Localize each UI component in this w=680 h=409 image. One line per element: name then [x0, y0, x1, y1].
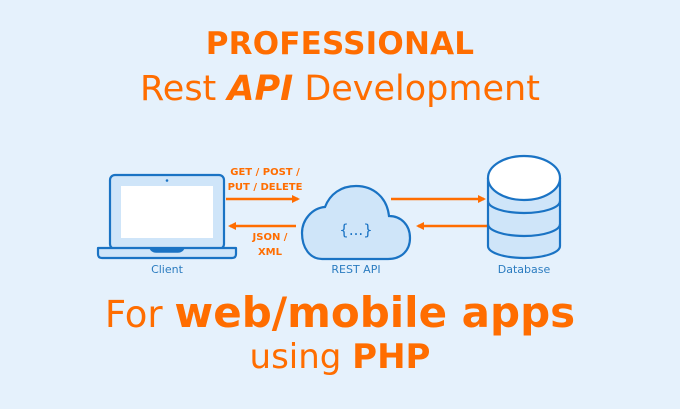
- rest-api-label: REST API: [331, 263, 381, 276]
- title-professional: PROFESSIONAL: [205, 26, 475, 62]
- subtitle-using: using: [249, 337, 353, 377]
- database-icon: [486, 154, 562, 260]
- subtitle-for: For: [104, 293, 175, 336]
- title-api: API: [227, 69, 294, 109]
- laptop-icon: [96, 173, 238, 260]
- request-methods-line1: GET / POST /: [230, 167, 300, 178]
- cloud-icon: [300, 184, 412, 261]
- request-methods-label: GET / POST / PUT / DELETE: [222, 165, 308, 195]
- response-format-line2: XML: [257, 247, 283, 258]
- request-methods-line2: PUT / DELETE: [227, 182, 303, 193]
- title-rest-api-development: Rest API Development: [0, 69, 680, 109]
- title-rest: Rest: [140, 69, 228, 109]
- database-label: Database: [497, 263, 551, 276]
- title-development: Development: [293, 69, 540, 109]
- client-label: Client: [151, 263, 183, 276]
- subtitle-web-mobile-apps: For web/mobile apps: [0, 288, 680, 337]
- subtitle-web-mobile: web/mobile apps: [174, 288, 576, 337]
- cloud-inner-text: {...}: [339, 221, 373, 239]
- subtitle-using-php: using PHP: [0, 337, 680, 377]
- response-format-line1: JSON /: [252, 232, 288, 243]
- subtitle-php: PHP: [352, 337, 431, 377]
- response-format-label: JSON / XML: [240, 230, 300, 260]
